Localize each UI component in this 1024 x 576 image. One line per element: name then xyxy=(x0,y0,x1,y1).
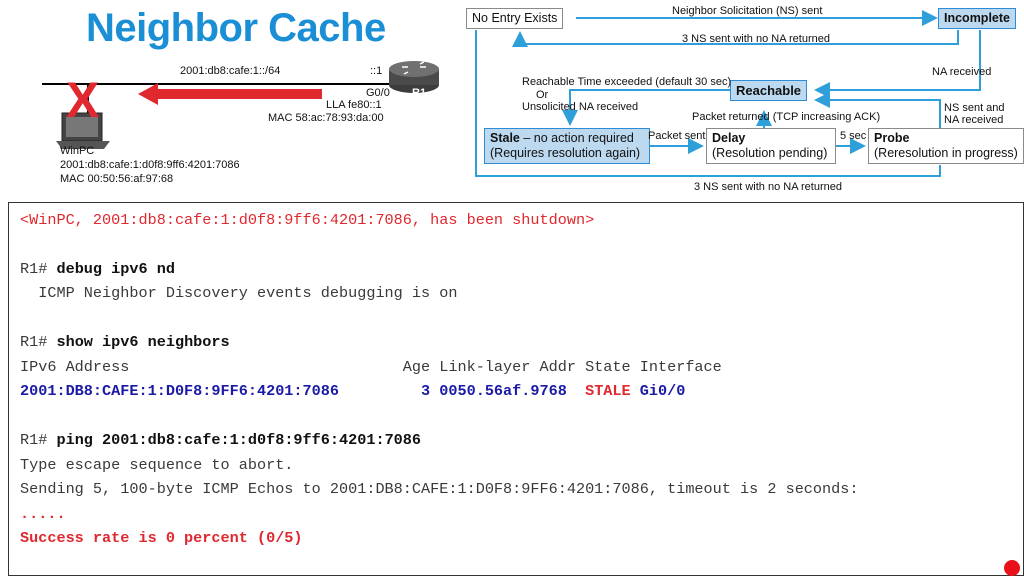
router-name: R1 xyxy=(412,87,427,99)
neighbor-table-row: 2001:DB8:CAFE:1:D0F8:9FF6:4201:7086 3 00… xyxy=(20,382,685,400)
terminal-output: <WinPC, 2001:db8:cafe:1:d0f8:9ff6:4201:7… xyxy=(8,202,1024,576)
router-interface: G0/0 xyxy=(366,87,390,99)
state-delay: Delay (Resolution pending) xyxy=(706,128,836,164)
ping-success-rate: Success rate is 0 percent (0/5) xyxy=(20,529,303,547)
direction-arrow-icon xyxy=(138,83,322,105)
laser-pointer-dot xyxy=(1004,560,1020,576)
delay-title: Delay xyxy=(712,131,746,145)
packet-returned-label: Packet returned (TCP increasing ACK) xyxy=(692,111,881,123)
stale-title: Stale xyxy=(490,131,520,145)
stale-sub: (Requires resolution again) xyxy=(490,146,641,160)
probe-sub: (Reresolution in progress) xyxy=(874,146,1018,160)
state-stale: Stale – no action required (Requires res… xyxy=(484,128,650,164)
neighbor-interface: Gi0/0 xyxy=(630,382,686,400)
pc-icon xyxy=(56,112,110,149)
pc-mac: MAC 00:50:56:af:97:68 xyxy=(60,173,174,185)
pc-address: 2001:db8:cafe:1:d0f8:9ff6:4201:7086 xyxy=(60,159,240,171)
neighbor-entry: 2001:DB8:CAFE:1:D0F8:9FF6:4201:7086 3 00… xyxy=(20,382,586,400)
command-ping: ping 2001:db8:cafe:1:d0f8:9ff6:4201:7086 xyxy=(56,431,422,449)
prompt: R1# xyxy=(20,431,57,449)
three-ns-label: 3 NS sent with no NA returned xyxy=(682,33,830,45)
down-x-icon: X xyxy=(66,72,100,128)
terminal-line-debug-on: ICMP Neighbor Discovery events debugging… xyxy=(20,284,458,302)
router-address: ::1 xyxy=(370,65,383,77)
prompt: R1# xyxy=(20,333,57,351)
neighbor-state-diagram: No Entry Exists Incomplete Reachable Sta… xyxy=(460,0,1024,195)
router-icon xyxy=(389,61,439,93)
terminal-line-sending: Sending 5, 100-byte ICMP Echos to 2001:D… xyxy=(20,480,859,498)
neighbor-table-header: IPv6 Address Age Link-layer Addr State I… xyxy=(20,358,722,376)
router-lla: LLA fe80::1 xyxy=(326,99,382,111)
ping-dots: ..... xyxy=(20,505,66,523)
neighbor-state: STALE xyxy=(585,382,631,400)
router-mac: MAC 58:ac:78:93:da:00 xyxy=(268,112,384,124)
terminal-line-show: R1# show ipv6 neighbors xyxy=(20,333,230,351)
packet-sent-label: Packet sent xyxy=(648,130,706,142)
or-label: Or xyxy=(536,89,549,101)
delay-sub: (Resolution pending) xyxy=(712,146,828,160)
topology-diagram: X 2001:db8:cafe:1::/64 ::1 G0/0 R1 LLA f… xyxy=(0,55,460,190)
topology-lines xyxy=(42,61,439,149)
command-show: show ipv6 neighbors xyxy=(56,333,230,351)
command-debug: debug ipv6 nd xyxy=(56,260,175,278)
state-probe: Probe (Reresolution in progress) xyxy=(868,128,1024,164)
terminal-line-ping: R1# ping 2001:db8:cafe:1:d0f8:9ff6:4201:… xyxy=(20,431,421,449)
na-received-label-2: NA received xyxy=(944,114,1004,126)
unsolicited-label: Unsolicited NA received xyxy=(522,101,639,113)
network-label: 2001:db8:cafe:1::/64 xyxy=(180,65,281,77)
na-received-label: NA received xyxy=(932,66,992,78)
pc-name: WinPC xyxy=(60,145,95,157)
state-reachable: Reachable xyxy=(730,80,808,101)
terminal-line-shutdown: <WinPC, 2001:db8:cafe:1:d0f8:9ff6:4201:7… xyxy=(20,211,595,229)
state-no-entry: No Entry Exists xyxy=(466,8,564,29)
reachable-exceeded-label: Reachable Time exceeded (default 30 sec) xyxy=(522,76,732,88)
terminal-line-debug: R1# debug ipv6 nd xyxy=(20,260,175,278)
ns-sent-label: Neighbor Solicitation (NS) sent xyxy=(672,5,823,17)
stale-rest: – no action required xyxy=(519,131,634,145)
state-incomplete: Incomplete xyxy=(938,8,1016,29)
state-arrows xyxy=(475,10,981,177)
five-sec-label: 5 sec xyxy=(840,130,867,142)
prompt: R1# xyxy=(20,260,57,278)
page-title: Neighbor Cache xyxy=(86,6,386,50)
three-ns-bottom-label: 3 NS sent with no NA returned xyxy=(694,181,842,193)
terminal-line-escape: Type escape sequence to abort. xyxy=(20,456,294,474)
probe-title: Probe xyxy=(874,131,910,145)
ns-sent-and-label: NS sent and xyxy=(944,102,1005,114)
